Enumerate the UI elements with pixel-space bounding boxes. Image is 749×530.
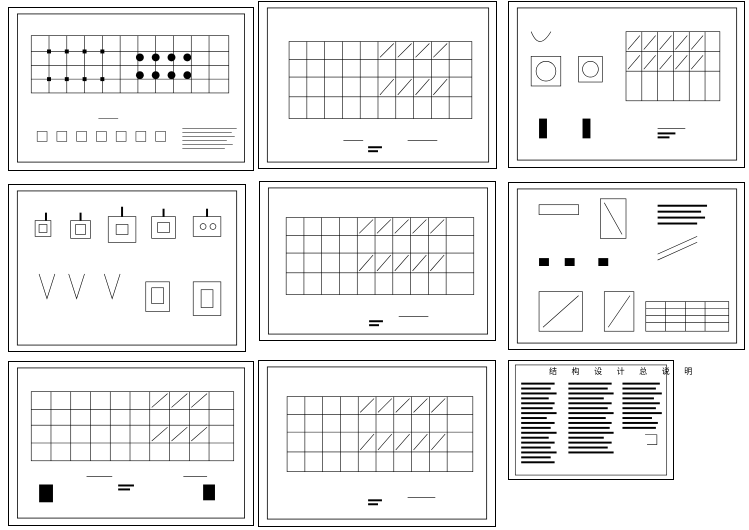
floor-plan-1-drawing (266, 7, 490, 163)
sheet-stair-details[interactable] (508, 1, 745, 168)
foundation-plan-drawing (17, 13, 245, 163)
stair-details-drawing (516, 7, 738, 161)
sheet-floor-plan-1[interactable] (258, 1, 497, 169)
sheet-floor-plan-2[interactable] (259, 181, 496, 341)
sheet-design-notes[interactable]: 结 构 设 计 总 说 明 (508, 360, 692, 480)
sheet-footing-details[interactable] (8, 184, 246, 352)
design-notes-title: 结 构 设 计 总 说 明 (549, 367, 699, 376)
footing-details-drawing (16, 190, 238, 346)
design-notes-text-block (514, 364, 668, 476)
floor-plan-2-drawing (267, 187, 489, 335)
floor-plan-3-drawing (16, 367, 246, 519)
section-details-drawing (516, 188, 738, 344)
sheet-section-details[interactable] (508, 182, 745, 350)
sheet-floor-plan-3[interactable] (8, 361, 254, 526)
sheet-floor-plan-4[interactable] (258, 360, 496, 527)
sheet-foundation-plan[interactable] (8, 7, 254, 171)
floor-plan-4-drawing (266, 366, 488, 520)
